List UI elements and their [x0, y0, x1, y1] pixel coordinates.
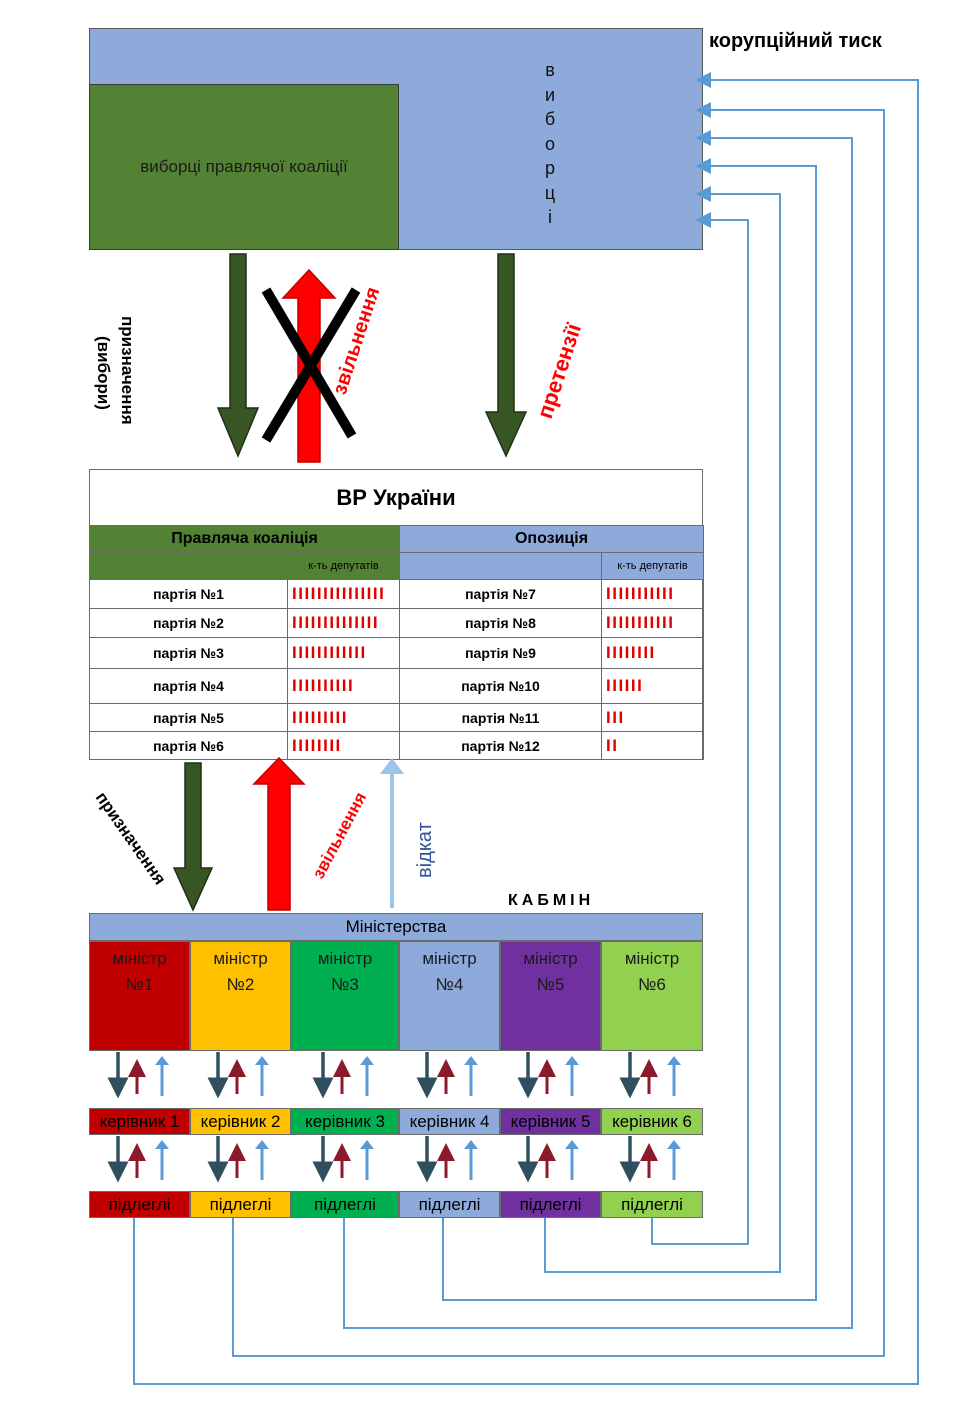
up-arrow-blue-icon-head-icon — [667, 1140, 681, 1149]
lower-appointment-label: призначення — [92, 788, 170, 888]
ministries-label: Міністерства — [345, 917, 447, 936]
head-2: керівник 2 — [190, 1108, 291, 1135]
party-seats: IIIIIIIIIII — [600, 579, 705, 609]
party-seats: IIIIIIIIIIIIIII — [287, 579, 400, 609]
party-name: партія №1 — [89, 579, 288, 609]
subordinates-2: підлеглі — [190, 1191, 291, 1218]
claims-arrow-down-icon — [484, 253, 528, 458]
party-seats: II — [600, 731, 705, 760]
up-arrow-blue-icon-head-icon — [360, 1056, 374, 1065]
subordinates-4: підлеглі — [399, 1191, 500, 1218]
subordinates-3: підлеглі — [291, 1191, 399, 1218]
party-name: партія №10 — [399, 668, 602, 704]
coalition-voters-label: виборці правлячої коаліції — [140, 157, 348, 176]
upper-dismissal-label: звільнення — [329, 284, 384, 397]
corruption-line-4 — [442, 158, 817, 1301]
up-arrow-blue-icon-head-icon — [155, 1056, 169, 1065]
corruption-line-5 — [544, 186, 781, 1273]
lower-appointment-arrow-icon — [172, 762, 214, 912]
lower-dismissal-arrow-icon — [252, 756, 306, 911]
up-arrow-blue-icon-head-icon — [464, 1140, 478, 1149]
ministries-header: Міністерства — [89, 913, 703, 941]
party-name: партія №2 — [89, 608, 288, 638]
up-arrow-blue-icon-head-icon — [565, 1140, 579, 1149]
coalition-voters-block: виборці правлячої коаліції — [89, 84, 399, 250]
parliament-title: ВР України — [336, 484, 456, 510]
head-3: керівник 3 — [291, 1108, 399, 1135]
opposition-header: Опозиція — [398, 525, 705, 553]
party-seats: IIIIIIIIIIII — [287, 637, 400, 669]
claims-label: претензії — [532, 320, 586, 422]
party-name: партія №6 — [89, 731, 288, 760]
head-1: керівник 1 — [89, 1108, 190, 1135]
corruption-lines — [133, 72, 919, 1385]
table-row: партія №1 IIIIIIIIIIIIIII партія №7 IIII… — [89, 579, 705, 609]
up-arrow-blue-icon-head-icon — [255, 1140, 269, 1149]
corruption-line-3 — [343, 130, 853, 1329]
appointment-arrow-down-icon — [216, 253, 260, 458]
small-arrow-group — [107, 1052, 681, 1183]
party-seats: IIIIIIIIIII — [600, 608, 705, 638]
voters-vertical-label: в и б о р ц і — [544, 60, 556, 227]
corruption-pressure-label: корупційний тиск — [709, 30, 882, 52]
table-row: партія №4 IIIIIIIIII партія №10 IIIIII — [89, 668, 705, 704]
party-seats: IIIIIIII — [287, 731, 400, 760]
up-arrow-blue-icon-head-icon — [360, 1140, 374, 1149]
opposition-count-header: к-ть депутатів — [600, 552, 705, 580]
parliament-table: Правляча коаліція Опозиція к-ть депутаті… — [89, 525, 705, 760]
party-name: партія №9 — [399, 637, 602, 669]
upper-appointment-label: призначення — [118, 316, 137, 425]
party-name: партія №8 — [399, 608, 602, 638]
kickback-label: відкат — [414, 822, 436, 878]
up-arrow-blue-icon-head-icon — [155, 1140, 169, 1149]
coalition-header: Правляча коаліція — [89, 525, 400, 553]
corruption-line-1 — [133, 72, 919, 1385]
up-arrow-blue-icon-head-icon — [464, 1056, 478, 1065]
cabinet-title: КАБМІН — [508, 892, 595, 909]
table-row: партія №3 IIIIIIIIIIII партія №9 IIIIIII… — [89, 637, 705, 669]
subordinates-5: підлеглі — [500, 1191, 601, 1218]
party-name: партія №11 — [399, 703, 602, 732]
party-seats: III — [600, 703, 705, 732]
subordinates-6: підлеглі — [601, 1191, 703, 1218]
head-6: керівник 6 — [601, 1108, 703, 1135]
party-seats: IIIIIIII — [600, 637, 705, 669]
up-arrow-blue-icon-head-icon — [565, 1056, 579, 1065]
party-name: партія №7 — [399, 579, 602, 609]
up-arrow-blue-icon-head-icon — [667, 1056, 681, 1065]
lower-dismissal-label: звільнення — [309, 789, 370, 882]
subordinates-1: підлеглі — [89, 1191, 190, 1218]
head-5: керівник 5 — [500, 1108, 601, 1135]
kickback-arrow-head-icon — [380, 758, 404, 774]
upper-elections-label: (вибори) — [94, 336, 113, 410]
head-4: керівник 4 — [399, 1108, 500, 1135]
party-seats: IIIIIIIIII — [287, 668, 400, 704]
cross-line-2 — [261, 287, 361, 443]
corruption-line-2 — [232, 102, 885, 1357]
corruption-line-6 — [651, 212, 749, 1245]
table-row: партія №6 IIIIIIII партія №12 II — [89, 731, 705, 760]
up-arrow-blue-icon-head-icon — [255, 1056, 269, 1065]
